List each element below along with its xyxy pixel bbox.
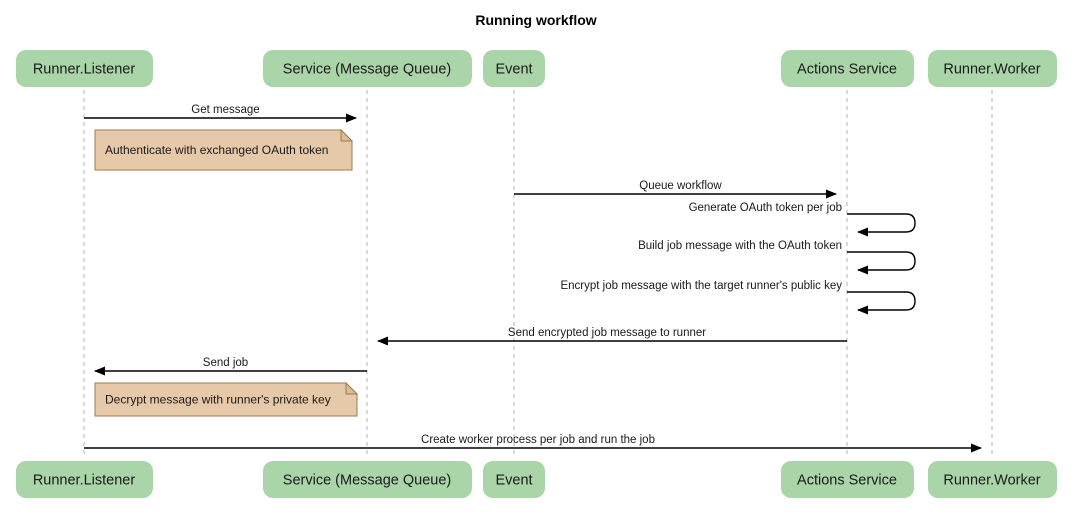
actor-label-runner-listener: Runner.Listener [33, 472, 136, 488]
message-get-message[interactable]: Get message [84, 104, 357, 123]
self-call-path-build-job-message [847, 251, 916, 275]
actor-label-actions-service: Actions Service [797, 61, 897, 77]
message-generate-oauth-token[interactable]: Generate OAuth token per job [689, 202, 916, 237]
note-fold-icon [345, 381, 359, 395]
message-label-send-encrypted-job-message: Send encrypted job message to runner [508, 327, 706, 339]
actor-service-mq-footer[interactable]: Service (Message Queue) [263, 461, 472, 498]
message-label-send-job: Send job [203, 357, 248, 369]
note-fold-icon [340, 128, 354, 142]
note-text-authenticate-note: Authenticate with exchanged OAuth token [105, 143, 328, 157]
message-label-generate-oauth-token: Generate OAuth token per job [689, 202, 842, 214]
actor-actions-service-footer[interactable]: Actions Service [781, 461, 914, 498]
note-authenticate-note[interactable]: Authenticate with exchanged OAuth token [94, 128, 354, 171]
actor-label-event: Event [495, 472, 532, 488]
actor-event-header[interactable]: Event [483, 50, 545, 87]
actor-label-service-mq: Service (Message Queue) [283, 61, 451, 77]
note-decrypt-note[interactable]: Decrypt message with runner's private ke… [94, 381, 359, 417]
actor-box-runner-listener [16, 461, 153, 498]
actor-box-runner-listener [16, 50, 153, 87]
actor-actions-service-header[interactable]: Actions Service [781, 50, 914, 87]
actor-label-event: Event [495, 61, 532, 77]
self-call-path-generate-oauth-token [847, 213, 916, 237]
page-title: Running workflow [475, 12, 596, 28]
actor-runner-listener-header[interactable]: Runner.Listener [16, 50, 153, 87]
actor-label-service-mq: Service (Message Queue) [283, 472, 451, 488]
notes-group: Authenticate with exchanged OAuth tokenD… [94, 128, 359, 417]
message-build-job-message[interactable]: Build job message with the OAuth token [638, 240, 916, 275]
actor-runner-worker-header[interactable]: Runner.Worker [928, 50, 1057, 87]
actor-box-event [483, 50, 545, 87]
actor-label-actions-service: Actions Service [797, 472, 897, 488]
actors-footer-group: Runner.Listener Service (Message Queue) Ev… [16, 461, 1057, 498]
note-body-decrypt-note [94, 382, 358, 417]
message-label-queue-workflow: Queue workflow [639, 180, 722, 192]
note-text-decrypt-note: Decrypt message with runner's private ke… [105, 393, 331, 407]
actor-label-runner-worker: Runner.Worker [943, 61, 1040, 77]
actors-header-group: Runner.Listener Service (Message Queue) Ev… [16, 50, 1057, 87]
note-body-authenticate-note [94, 129, 353, 171]
actor-box-service-mq [263, 461, 472, 498]
message-queue-workflow[interactable]: Queue workflow [514, 180, 837, 199]
message-create-worker-process[interactable]: Create worker process per job and run th… [84, 434, 982, 453]
message-send-job[interactable]: Send job [94, 357, 367, 376]
message-label-encrypt-job-message: Encrypt job message with the target runn… [560, 280, 842, 292]
actor-box-service-mq [263, 50, 472, 87]
message-label-build-job-message: Build job message with the OAuth token [638, 240, 842, 252]
actor-box-actions-service [781, 461, 914, 498]
actor-label-runner-listener: Runner.Listener [33, 61, 136, 77]
message-send-encrypted-job-message[interactable]: Send encrypted job message to runner [377, 327, 847, 346]
message-label-get-message: Get message [191, 104, 259, 116]
actor-label-runner-worker: Runner.Worker [943, 472, 1040, 488]
actor-runner-listener-footer[interactable]: Runner.Listener [16, 461, 153, 498]
lifelines-group [83, 90, 993, 458]
actor-event-footer[interactable]: Event [483, 461, 545, 498]
actor-box-event [483, 461, 545, 498]
self-call-path-encrypt-job-message [847, 291, 916, 315]
actor-box-actions-service [781, 50, 914, 87]
message-encrypt-job-message[interactable]: Encrypt job message with the target runn… [560, 280, 916, 315]
actor-box-runner-worker [928, 50, 1057, 87]
actor-runner-worker-footer[interactable]: Runner.Worker [928, 461, 1057, 498]
message-label-create-worker-process: Create worker process per job and run th… [421, 434, 655, 446]
actor-box-runner-worker [928, 461, 1057, 498]
actor-service-mq-header[interactable]: Service (Message Queue) [263, 50, 472, 87]
